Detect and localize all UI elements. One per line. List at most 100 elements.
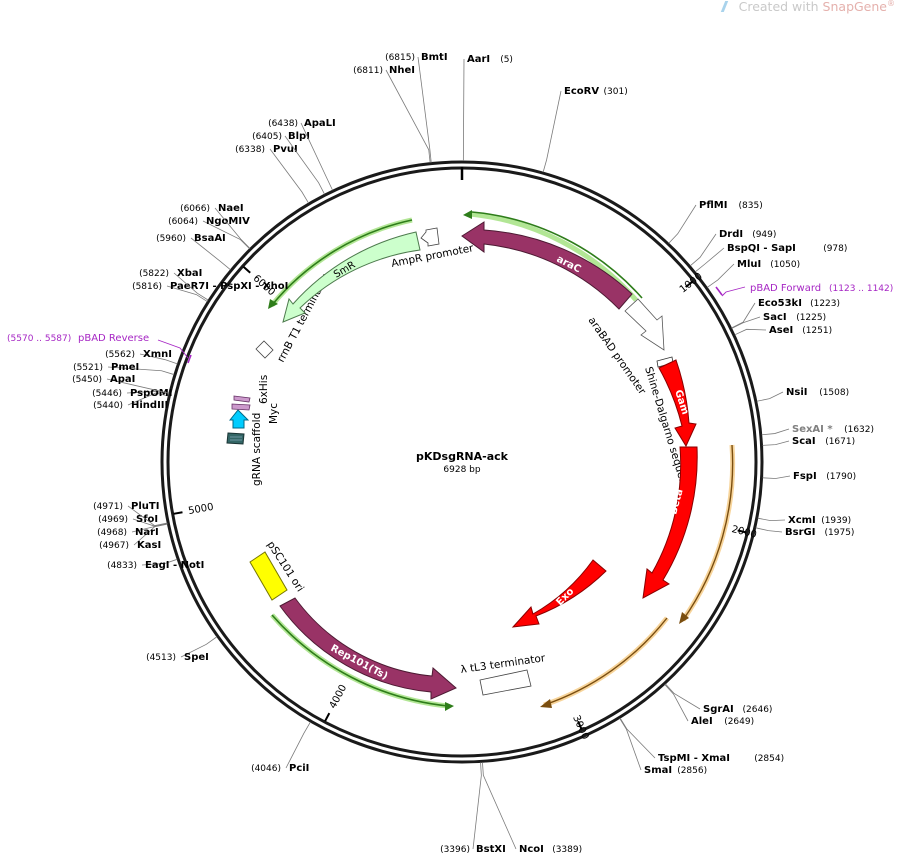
site-leader-line — [141, 558, 178, 566]
rep101-feature[interactable] — [279, 597, 457, 700]
snapgene-watermark: Created with SnapGene® — [720, 0, 895, 15]
exo-feature[interactable] — [511, 559, 607, 628]
6xhis-feature-2[interactable] — [231, 403, 251, 411]
araC-feature[interactable] — [461, 221, 633, 310]
araBAD-promoter-label: araBAD promoter — [586, 315, 649, 398]
site-spei[interactable]: (4513)SpeI — [146, 636, 218, 663]
site-aari[interactable]: (5)AarI — [462, 54, 513, 162]
site-fspi[interactable]: (1790)FspI — [762, 471, 857, 482]
smr-orf-head — [268, 299, 278, 309]
site-ncoi[interactable]: (3389)NcoI — [482, 762, 582, 855]
site-name: NheI — [389, 65, 415, 76]
site-pflmi[interactable]: (835)PflMI — [668, 200, 763, 244]
site-eco53ki[interactable]: (1223)Eco53kI — [731, 298, 840, 329]
beta-feature[interactable] — [642, 446, 698, 599]
watermark-brand: SnapGene — [822, 0, 887, 15]
site-position: (4968) — [97, 528, 127, 538]
site-mlui[interactable]: (1050)MluI — [707, 259, 800, 288]
site-pvui[interactable]: (6338) PvuI — [235, 144, 309, 204]
plasmid-title: pKDsgRNA-ack 6928 bp — [416, 450, 509, 475]
ampr-promoter-feature[interactable] — [420, 227, 440, 247]
site-name: SpeI — [184, 652, 209, 663]
site-saci[interactable]: (1225)SacI — [731, 312, 826, 329]
site-pluti[interactable]: (4971)PluTI — [93, 501, 168, 527]
site-name: PvuI — [273, 144, 298, 155]
site-scai[interactable]: (1671) ScaI — [762, 436, 856, 447]
pbad-forward-primer-mark[interactable] — [715, 286, 723, 296]
site-bsaai[interactable]: (5960)BsaAI — [156, 233, 231, 271]
site-leader-line — [202, 220, 250, 250]
site-pspomi[interactable]: (5446)PspOMI — [92, 388, 172, 399]
site-xbai[interactable]: (5822)XbaI — [139, 268, 209, 301]
site-xcmi[interactable]: (1939)XcmI — [757, 515, 851, 526]
pbad-forward-primer-hook — [721, 286, 746, 297]
6xhis-label: 6xHis — [258, 375, 270, 404]
site-asei[interactable]: (1251)AseI — [734, 325, 832, 336]
site-eagi-noti[interactable]: (4833)EagI - NotI — [107, 558, 204, 571]
site-naei[interactable]: (6066)NaeI — [180, 203, 251, 249]
site-nsii[interactable]: (1508)NsiI — [756, 387, 849, 402]
site-pcii[interactable]: (4046)PciI — [251, 721, 311, 774]
site-tspmi-xmai[interactable]: (2854)TspMI - XmaI — [619, 717, 784, 764]
site-name: PluTI — [131, 501, 159, 512]
site-apai[interactable]: (5450)ApaI — [72, 374, 170, 394]
site-name: TspMI - XmaI — [658, 753, 730, 764]
6xhis-feature[interactable] — [233, 395, 251, 403]
site-name: NcoI — [519, 844, 544, 855]
tick-mark — [737, 529, 747, 534]
tick-label: 4000 — [328, 683, 350, 711]
smr-feature[interactable] — [282, 231, 421, 323]
site-position: (5562) — [105, 350, 135, 360]
site-alei[interactable]: (2649)AleI — [664, 684, 754, 727]
site-leader-line — [106, 378, 170, 394]
myc-label: Myc — [268, 403, 280, 424]
site-position: (1939) — [821, 516, 851, 526]
site-name: Eco53kI — [758, 298, 802, 309]
site-sexai-[interactable]: (1632)SexAI * — [761, 424, 874, 436]
site-bspqi-sapi[interactable]: (978)BspQI - SapI — [695, 243, 847, 273]
site-leader-line — [755, 527, 783, 533]
site-bsrgi[interactable]: (1975)BsrGI — [755, 527, 855, 538]
grna-scaffold-label: gRNA scaffold — [251, 413, 263, 486]
site-bmti[interactable]: (6815)BmtI — [385, 52, 448, 163]
backbone — [160, 160, 764, 764]
pbad-forward-primer-name: pBAD Forward — [750, 283, 821, 294]
site-apali[interactable]: (6438)ApaLI — [268, 118, 336, 191]
site-name: NaeI — [218, 203, 244, 214]
site-sfoi[interactable]: (4969)SfoI — [98, 514, 168, 527]
site-position: (1671) — [825, 437, 855, 447]
site-leader-line — [462, 58, 465, 162]
site-name: ScaI — [792, 436, 816, 447]
site-name: PspOMI — [130, 388, 172, 399]
site-name: SexAI * — [792, 424, 833, 435]
araBAD-promoter-feature[interactable] — [624, 298, 665, 351]
site-hindiii[interactable]: (5440)HindIII — [93, 392, 169, 411]
site-pmei[interactable]: (5521)PmeI — [73, 362, 175, 375]
site-smai[interactable]: (2856)SmaI — [619, 718, 707, 776]
site-paer7i-pspxi-xhoi[interactable]: (5816)PaeR7I - PspXI - XhoI — [132, 281, 288, 302]
site-position: (1790) — [826, 472, 856, 482]
pbad-reverse-primer-mark[interactable] — [187, 354, 192, 364]
site-blpi[interactable]: (6405)BlpI — [252, 131, 325, 195]
lambda-tl3-terminator-feature[interactable] — [479, 669, 532, 696]
site-drdi[interactable]: (949)DrdI — [689, 229, 776, 267]
site-sgrai[interactable]: (2646)SgrAI — [665, 683, 772, 715]
site-ngomiv[interactable]: (6064)NgoMIV — [168, 216, 250, 250]
rrnb-t1-terminator-feature[interactable] — [255, 340, 274, 359]
site-bstxi[interactable]: (3396)BstXI — [440, 762, 506, 855]
site-name: SmaI — [644, 765, 672, 776]
site-leader-line — [762, 440, 790, 446]
psc101-ori-feature[interactable] — [249, 551, 288, 601]
site-xmni[interactable]: (5562)XmnI — [105, 349, 178, 365]
site-ecorv[interactable]: (301)EcoRV — [542, 86, 628, 173]
site-position: (6338) — [235, 145, 265, 155]
site-name: SacI — [763, 312, 787, 323]
gam-feature[interactable] — [658, 359, 697, 448]
myc-feature[interactable] — [228, 409, 250, 429]
site-leader-line — [300, 122, 333, 191]
grna-scaffold-feature[interactable] — [226, 432, 245, 445]
site-name: EcoRV — [564, 86, 599, 97]
site-nhei[interactable]: (6811)NheI — [353, 65, 431, 163]
orange-orf-head-2 — [540, 699, 552, 708]
